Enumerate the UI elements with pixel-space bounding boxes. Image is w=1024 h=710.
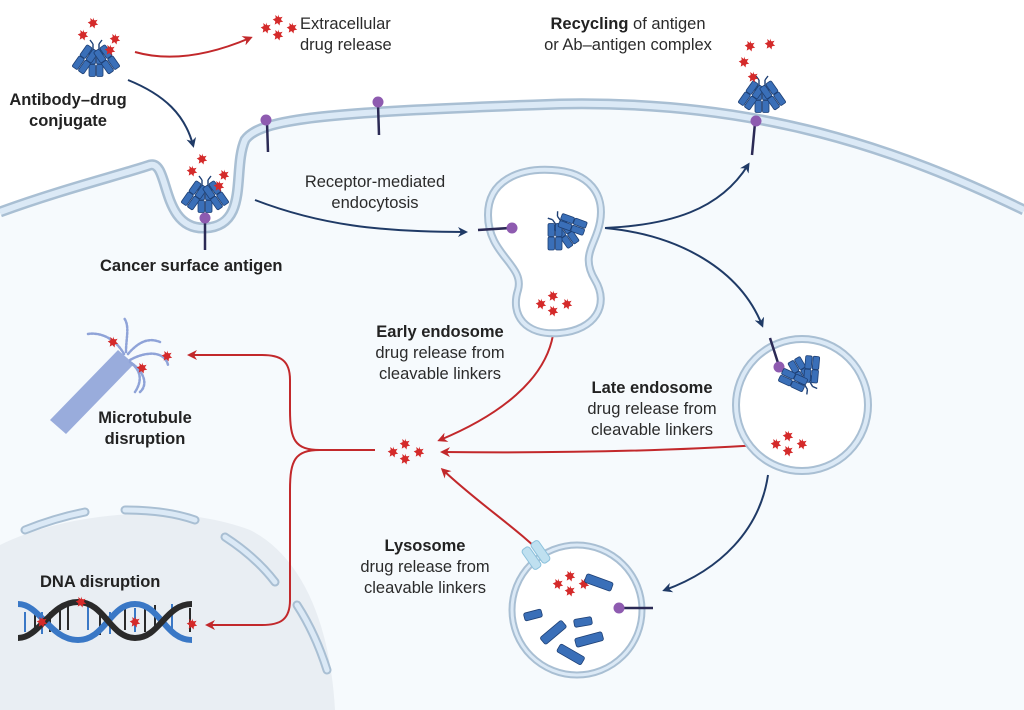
cancer-antigen-label: Cancer surface antigen [100,257,283,275]
arrow-to-microtubule [187,350,375,451]
adc-label-line1: Antibody–drug [9,91,127,109]
arrow-extracellular-release [134,36,253,58]
late-line3: cleavable linkers [591,421,713,439]
lysosome-icon [508,540,653,679]
rme-line2: endocytosis [331,194,419,212]
adc-label: Antibody–drug conjugate [8,90,128,132]
recycling-rest: of antigen [628,15,706,33]
recycled-complex-icon [737,38,787,114]
recycling-label: Recycling of antigen or Ab–antigen compl… [528,14,728,56]
nucleus-icon [0,505,335,710]
microtubule-label: Microtubule disruption [85,408,205,450]
early-title: Early endosome [376,323,504,341]
early-line3: cleavable linkers [379,365,501,383]
early-line2: drug release from [375,344,505,362]
microtubule-icon [50,316,173,434]
lysosome-title: Lysosome [384,537,466,555]
microtubule-line2: disruption [104,430,186,448]
recycling-line2: or Ab–antigen complex [544,36,712,54]
arrow-to-dna [205,449,321,630]
transport-channel-icon [521,540,551,570]
antibody-drug-conjugate-icon [71,17,121,78]
surface-antigen-icon [199,96,762,250]
recycling-line1: Recycling of antigen [528,14,728,35]
arrow-recycling [604,162,750,229]
extracellular-line2: drug release [300,36,392,54]
arrow-endocytosis [254,199,468,237]
late-endosome-icon [732,335,872,475]
arrows [127,36,769,630]
lysosome-label: Lysosome drug release from cleavable lin… [350,536,500,599]
extracellular-release-label: Extracellular drug release [300,14,392,56]
drug-payload-icon [261,15,298,41]
dna-disruption-label: DNA disruption [40,573,161,591]
dna-helix-icon [17,596,198,644]
adc-label-line2: conjugate [29,112,107,130]
bound-adc-icon [180,153,230,214]
extracellular-line1: Extracellular [300,15,391,33]
arrow-binding [127,79,197,148]
lysosome-line2: drug release from [360,558,490,576]
late-line2: drug release from [587,400,717,418]
recycling-bold: Recycling [550,15,629,33]
arrow-to-lysosome [662,474,769,593]
endocytosis-label: Receptor-mediated endocytosis [290,172,460,214]
arrow-to-late-endosome [604,227,765,328]
early-endosome-icon [477,165,605,338]
microtubule-line1: Microtubule [98,409,192,427]
early-endosome-label: Early endosome drug release from cleavab… [365,322,515,385]
late-title: Late endosome [591,379,713,397]
lysosome-line3: cleavable linkers [364,579,486,597]
rme-line1: Receptor-mediated [304,173,446,191]
late-endosome-label: Late endosome drug release from cleavabl… [577,378,727,441]
arrow-late-release [440,444,761,458]
arrow-early-release [437,334,554,442]
